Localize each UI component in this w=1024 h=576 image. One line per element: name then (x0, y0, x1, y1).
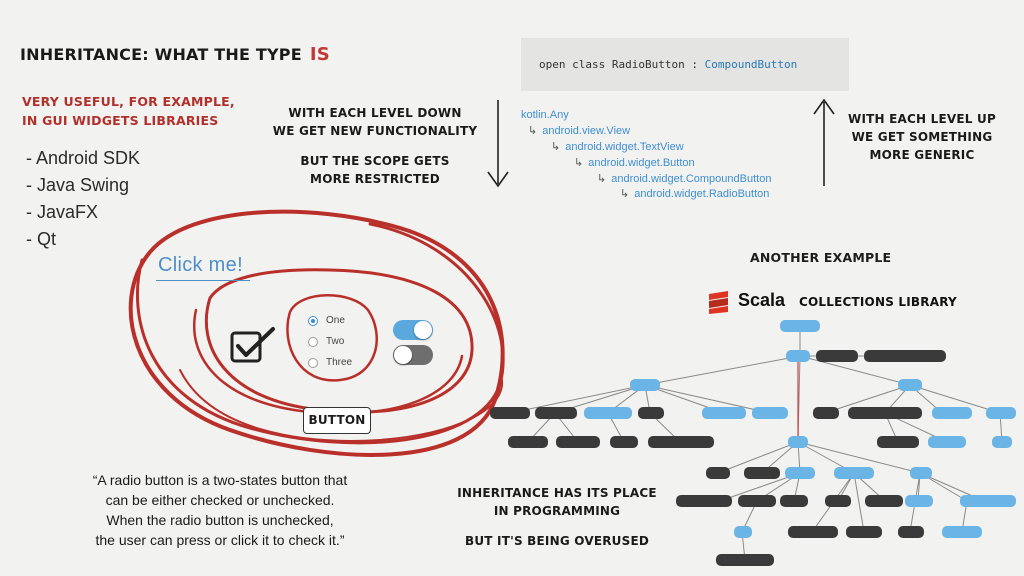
toggle-on[interactable] (393, 320, 433, 340)
subclass-arrow-icon: ↳ (597, 173, 607, 185)
toggle-knob (394, 346, 412, 364)
radio-option-one[interactable]: One (308, 315, 345, 326)
code-snippet: open class RadioButton : CompoundButton (521, 38, 849, 91)
library-item-javafx: - JavaFX (26, 202, 99, 222)
toggle-off[interactable] (393, 345, 433, 365)
level-up-note: WITH EACH LEVEL UP WE GET SOMETHING MORE… (848, 112, 996, 162)
click-me-link[interactable]: Click me! (158, 254, 243, 276)
hierarchy-level-4: ↳android.widget.CompoundButton (597, 173, 772, 185)
radio-selected-icon (308, 315, 318, 326)
library-item-android: - Android SDK (26, 148, 141, 168)
click-me-underline (156, 280, 250, 281)
conclusion-note: INHERITANCE HAS ITS PLACE IN PROGRAMMING… (457, 486, 657, 548)
level-down-note: WITH EACH LEVEL DOWN WE GET NEW FUNCTION… (272, 106, 478, 186)
useful-note: VERY USEFUL, FOR EXAMPLE, IN GUI WIDGETS… (22, 92, 235, 130)
up-arrow-icon (813, 98, 835, 186)
radio-label: Two (326, 336, 345, 347)
subclass-arrow-icon: ↳ (574, 157, 584, 169)
library-item-qt: - Qt (26, 229, 56, 249)
radio-button-quote: “A radio button is a two-states button t… (92, 472, 348, 548)
subclass-arrow-icon: ↳ (528, 125, 538, 137)
hierarchy-level-2: ↳android.widget.TextView (551, 141, 684, 153)
hierarchy-level-0: kotlin.Any (521, 109, 569, 121)
useful-note-line1: VERY USEFUL, FOR EXAMPLE, (22, 94, 235, 109)
scala-brand: Scala (738, 290, 786, 310)
title-prefix: INHERITANCE: WHAT THE TYPE (20, 45, 302, 64)
hierarchy-level-3: ↳android.widget.Button (574, 157, 695, 169)
slide-title: INHERITANCE: WHAT THE TYPE IS (20, 44, 330, 65)
library-list: - Android SDK - Java Swing - JavaFX - Qt (26, 145, 140, 253)
down-arrow-icon (487, 100, 509, 188)
library-item-swing: - Java Swing (26, 175, 130, 195)
scala-logo-icon (709, 291, 728, 314)
hierarchy-level-1: ↳android.view.View (528, 125, 631, 137)
collections-library-label: COLLECTIONS LIBRARY (799, 295, 957, 309)
title-emphasis: IS (309, 44, 330, 65)
toggle-knob (414, 321, 432, 339)
radio-option-three[interactable]: Three (308, 357, 352, 368)
subclass-arrow-icon: ↳ (551, 141, 561, 153)
code-parent-class: CompoundButton (704, 58, 798, 71)
radio-label: One (326, 315, 345, 326)
radio-option-two[interactable]: Two (308, 336, 344, 347)
radio-unselected-icon (308, 336, 318, 347)
another-example-heading: ANOTHER EXAMPLE (750, 250, 892, 265)
radio-label: Three (326, 357, 353, 368)
hierarchy-level-5: ↳android.widget.RadioButton (620, 188, 770, 200)
useful-note-line2: IN GUI WIDGETS LIBRARIES (22, 113, 219, 128)
checkbox[interactable] (229, 325, 277, 365)
checkmark-icon (236, 327, 275, 357)
collections-diagram (490, 320, 1016, 566)
demo-button[interactable]: BUTTON (303, 407, 371, 434)
radio-unselected-icon (308, 357, 318, 368)
code-prefix: open class RadioButton : (539, 58, 705, 71)
subclass-arrow-icon: ↳ (620, 188, 630, 200)
